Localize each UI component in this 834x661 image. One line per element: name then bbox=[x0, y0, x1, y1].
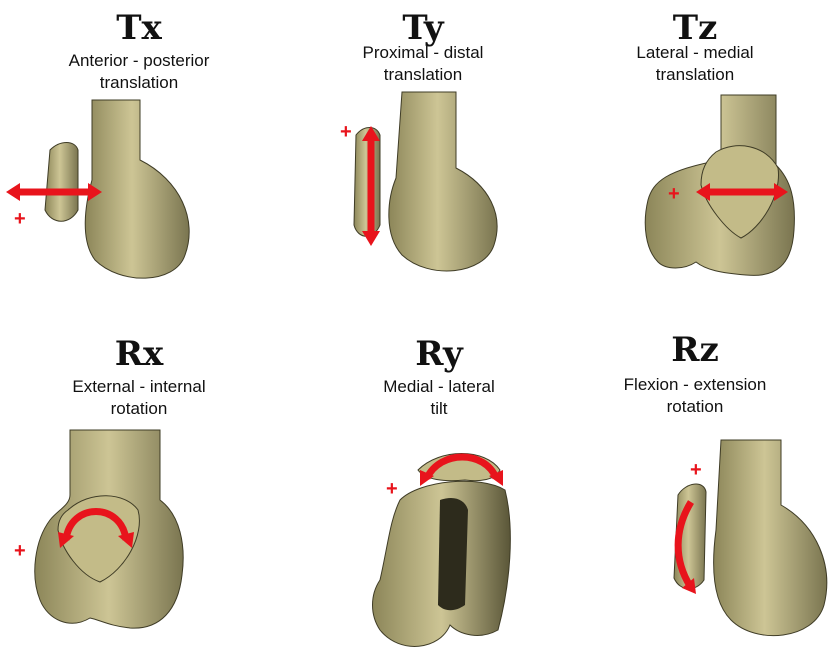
panel-ty: Ty Proximal - distal translation + bbox=[284, 0, 562, 330]
panel-rx: Rx External - internal rotation + bbox=[0, 330, 278, 660]
panel-ry: Ry Medial - lateral tilt + bbox=[300, 330, 578, 660]
patella-shape bbox=[45, 143, 78, 222]
femur-lateral-view-illustration: + bbox=[556, 330, 834, 660]
panel-tz: Tz Lateral - medial translation + bbox=[556, 0, 834, 330]
positive-sign: + bbox=[668, 183, 680, 205]
panel-rz: Rz Flexion - extension rotation + bbox=[556, 330, 834, 660]
femur-shape bbox=[714, 440, 827, 636]
arrow-head-left bbox=[6, 183, 20, 201]
positive-sign: + bbox=[340, 121, 352, 143]
patella-shape bbox=[354, 128, 380, 237]
intercondylar-notch bbox=[438, 498, 468, 610]
positive-sign: + bbox=[386, 478, 398, 500]
positive-sign: + bbox=[14, 540, 26, 562]
femur-distal-view-illustration: + bbox=[300, 330, 578, 660]
femur-lateral-view-illustration: + bbox=[0, 0, 278, 330]
femur-anterior-view-illustration: + bbox=[556, 0, 834, 330]
femur-lateral-view-illustration: + bbox=[284, 0, 562, 330]
arrow-head-down bbox=[362, 231, 380, 246]
femur-shape bbox=[85, 100, 189, 278]
positive-sign: + bbox=[690, 459, 702, 481]
femur-shape bbox=[389, 92, 497, 271]
panel-tx: Tx Anterior - posterior translation + bbox=[0, 0, 278, 330]
positive-sign: + bbox=[14, 208, 26, 230]
femur-anterior-view-illustration: + bbox=[0, 330, 278, 660]
